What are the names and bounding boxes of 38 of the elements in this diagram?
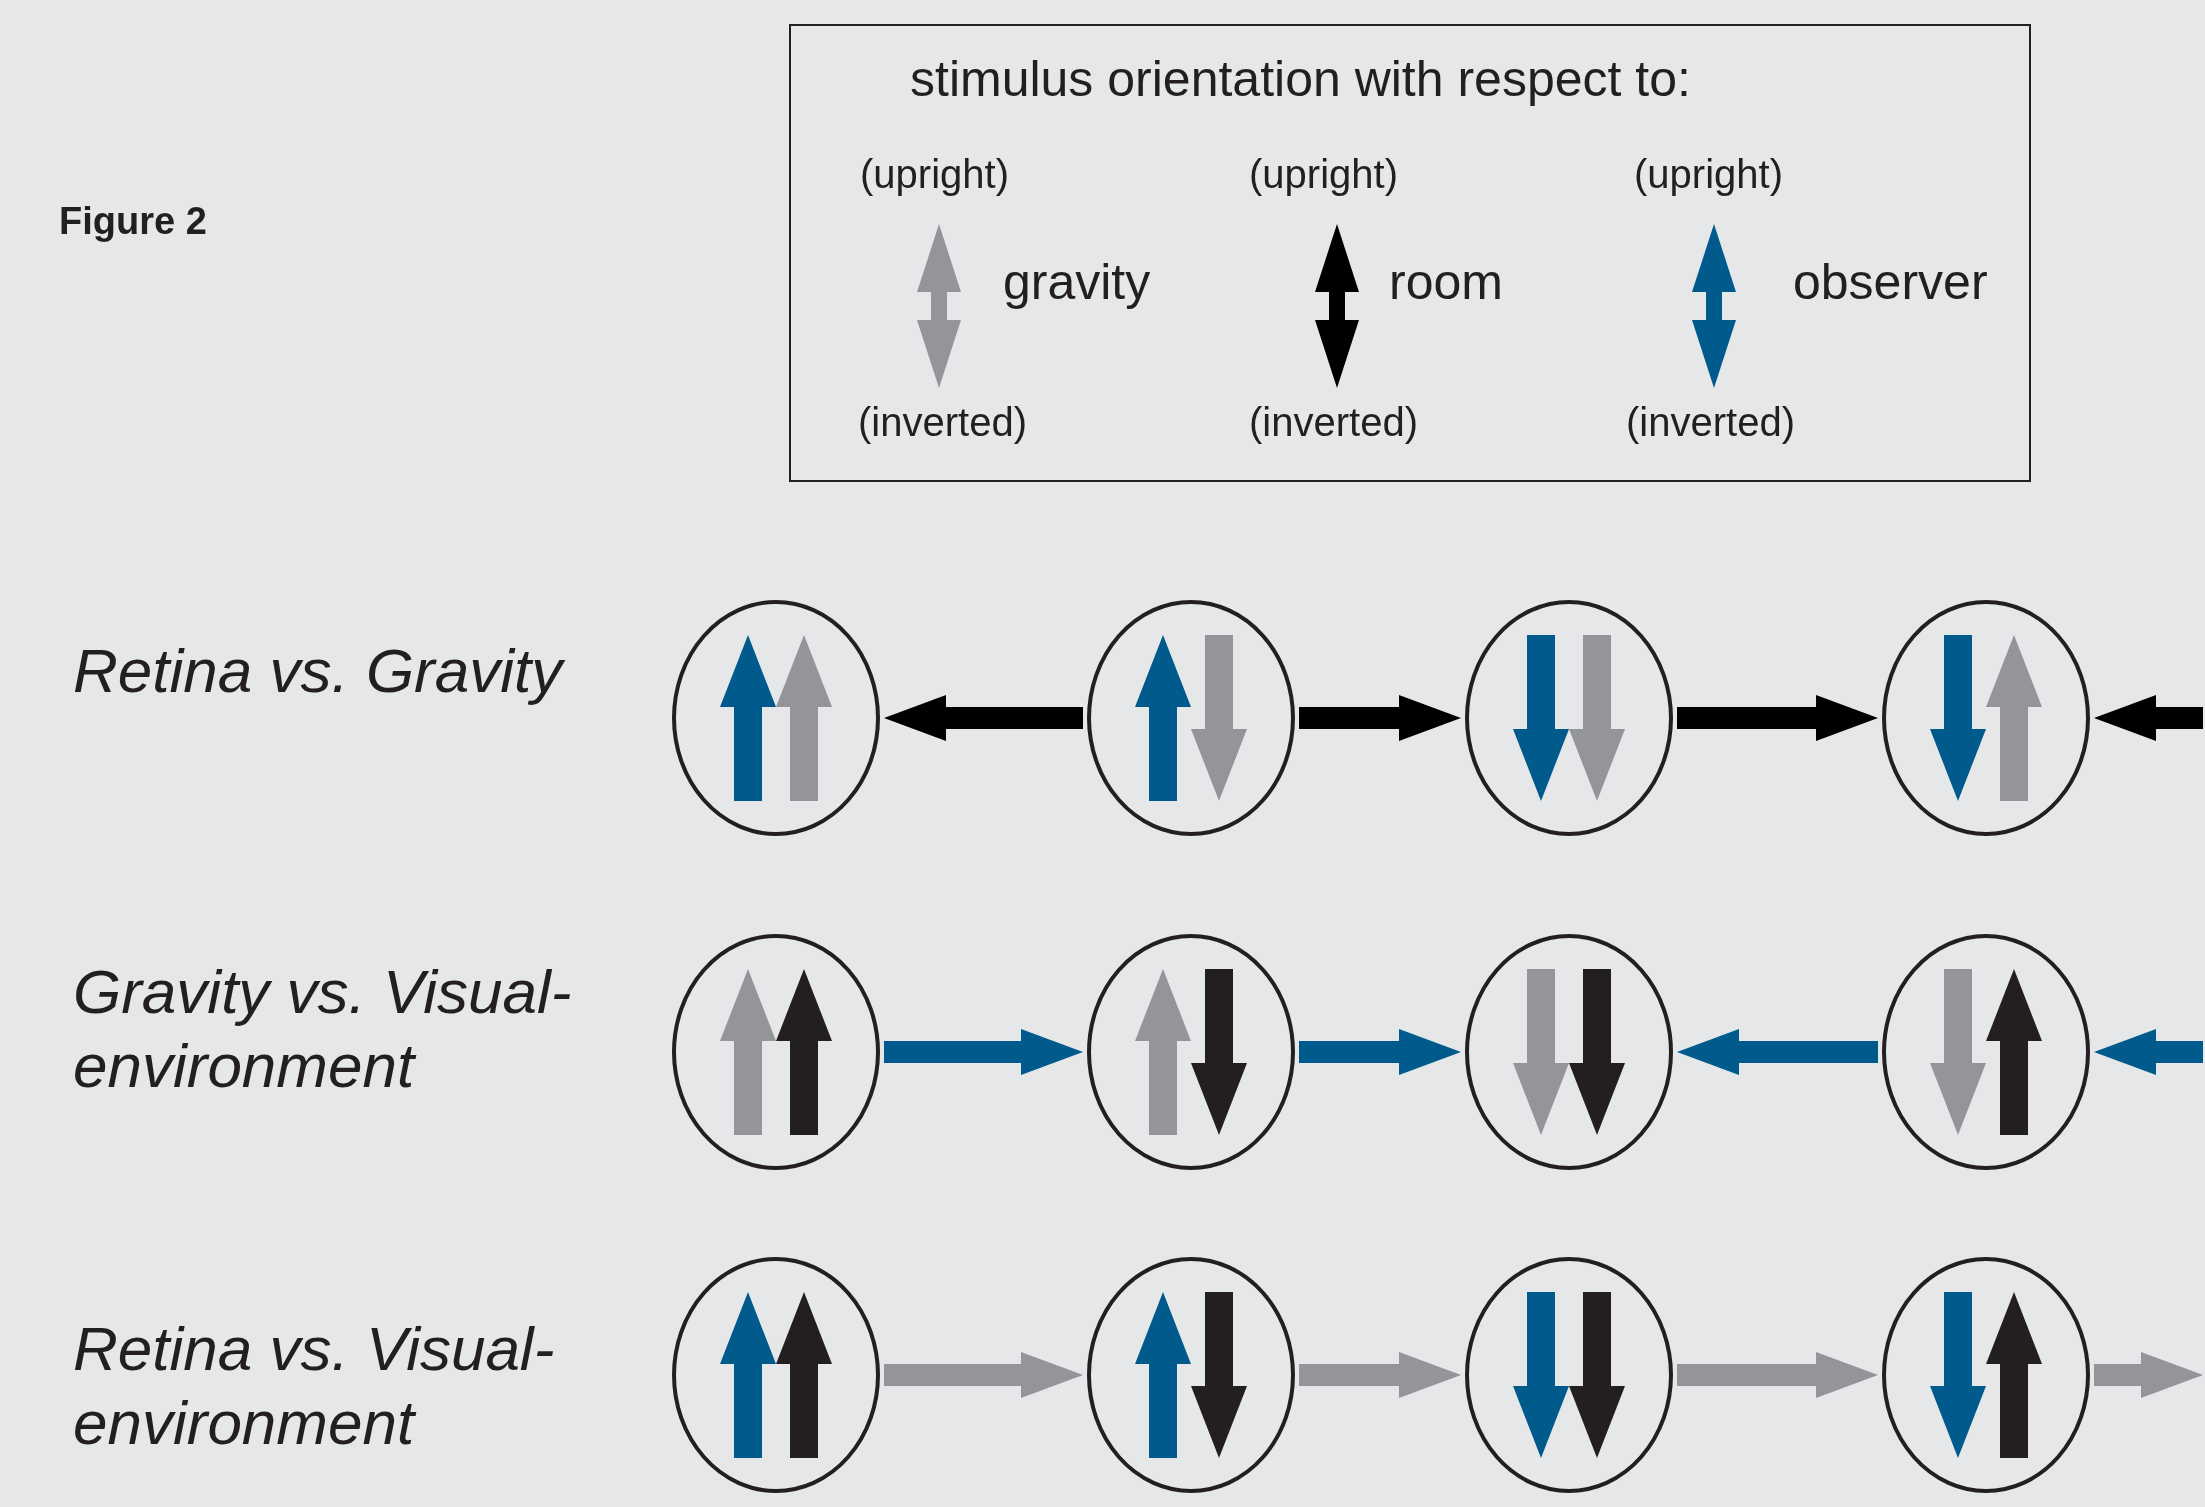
orientation-label: (inverted) bbox=[1626, 400, 1795, 445]
arrow bbox=[1677, 695, 1878, 741]
orientation-label: (inverted) bbox=[858, 400, 1027, 445]
legend-label: observer bbox=[1793, 253, 1988, 311]
legend-heading: stimulus orientation with respect to: bbox=[910, 50, 1691, 108]
circle-node bbox=[1882, 934, 2090, 1170]
arrow bbox=[2094, 1352, 2203, 1398]
circle-node bbox=[672, 600, 880, 836]
circle-node bbox=[672, 934, 880, 1170]
arrow bbox=[1299, 1352, 1461, 1398]
orientation-label: (upright) bbox=[1634, 152, 1783, 197]
row-label: Retina vs. Visual-environment bbox=[73, 1313, 556, 1459]
arrow bbox=[884, 1029, 1083, 1075]
legend-label: gravity bbox=[1003, 253, 1151, 311]
legend-label: room bbox=[1389, 253, 1503, 311]
figure-title: Figure 2 bbox=[59, 200, 207, 243]
arrow bbox=[884, 1352, 1083, 1398]
circle-node bbox=[1465, 600, 1673, 836]
circle-node bbox=[672, 1257, 880, 1493]
row-label: Retina vs. Gravity bbox=[73, 635, 563, 706]
circle-node bbox=[1087, 934, 1295, 1170]
arrow bbox=[1299, 695, 1461, 741]
orientation-label: (inverted) bbox=[1249, 400, 1418, 445]
arrow bbox=[1677, 1029, 1878, 1075]
circle-node bbox=[1465, 1257, 1673, 1493]
circle-node bbox=[1882, 1257, 2090, 1493]
arrow bbox=[884, 695, 1083, 741]
arrow bbox=[1677, 1352, 1878, 1398]
arrow bbox=[2094, 1029, 2203, 1075]
circle-node bbox=[1087, 1257, 1295, 1493]
circle-node bbox=[1087, 600, 1295, 836]
circle-node bbox=[1882, 600, 2090, 836]
orientation-label: (upright) bbox=[860, 152, 1009, 197]
circle-node bbox=[1465, 934, 1673, 1170]
orientation-label: (upright) bbox=[1249, 152, 1398, 197]
arrow bbox=[1299, 1029, 1461, 1075]
arrow bbox=[2094, 695, 2203, 741]
row-label: Gravity vs. Visual-environment bbox=[73, 956, 573, 1102]
